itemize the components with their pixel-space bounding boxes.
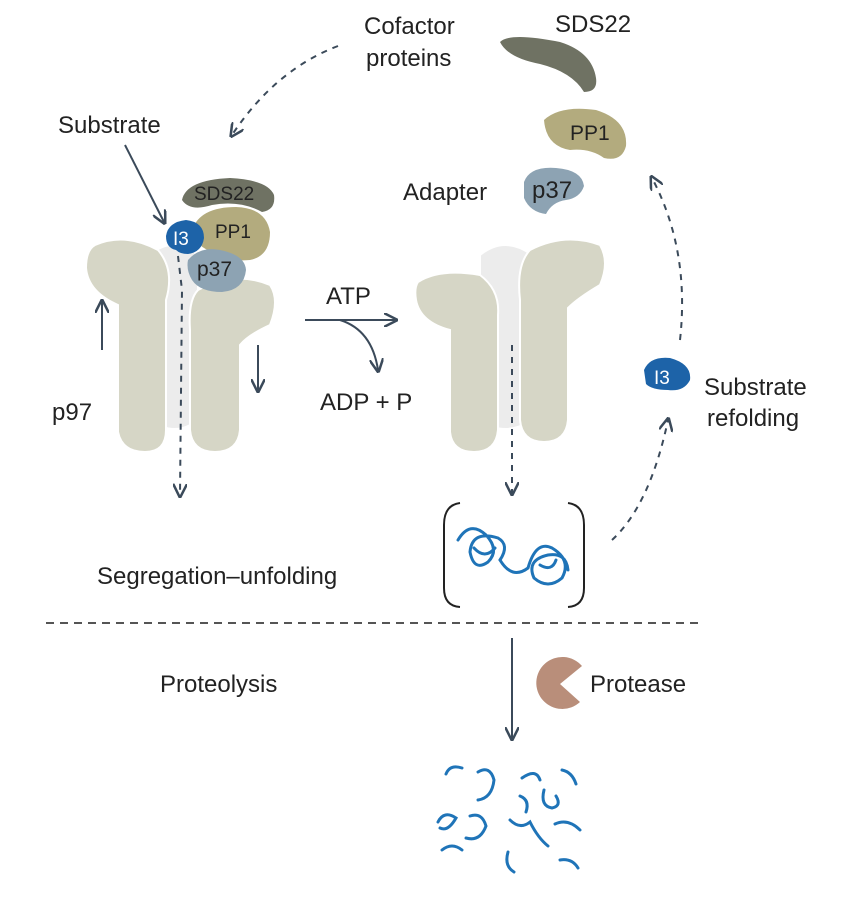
sds22-complex-label: SDS22	[194, 184, 254, 205]
p37-complex-label: p37	[197, 258, 232, 281]
bracket-left	[443, 502, 461, 608]
sds22-top-label: SDS22	[555, 11, 631, 38]
substrate-label: Substrate	[58, 112, 161, 139]
adp-label: ADP + P	[320, 389, 412, 416]
adapter-label: Adapter	[403, 179, 487, 206]
substrate-thread-left	[178, 255, 182, 495]
i3-free-shape	[644, 357, 691, 391]
tangled-chain-icon	[456, 527, 570, 586]
segregation-label: Segregation–unfolding	[97, 563, 337, 590]
p37-top-shape	[524, 167, 584, 214]
pp1-complex-label: PP1	[215, 222, 251, 243]
p97-right-lobe-right	[518, 238, 606, 444]
i3-complex-label: I3	[173, 229, 189, 250]
p97-left-lobe-left	[84, 238, 171, 454]
p97-right	[414, 238, 606, 454]
pp1-top-shape	[544, 108, 627, 159]
p97-left	[84, 238, 276, 454]
cofactor-label-1: Cofactor	[364, 13, 455, 40]
sds22-top-shape	[500, 37, 597, 92]
refold-dashed-arrow-lower	[611, 420, 668, 541]
bracket-right	[567, 502, 585, 608]
p97-right-lobe-left	[414, 271, 500, 454]
proteolysis-label: Proteolysis	[160, 671, 277, 698]
i3-free-label: I3	[654, 368, 670, 389]
substrate-refolding-label-1: Substrate	[704, 374, 807, 401]
pp1-top-label: PP1	[570, 122, 610, 145]
sds22-complex-shape	[182, 178, 275, 212]
pacman-protease-icon	[536, 656, 582, 709]
refold-dashed-arrow-upper	[652, 178, 684, 341]
protease-label: Protease	[590, 671, 686, 698]
cofactor-label-2: proteins	[366, 45, 451, 72]
adp-curved-arrow	[339, 319, 378, 370]
p97-left-lobe-right	[188, 277, 276, 454]
p97-label: p97	[52, 399, 92, 426]
cofactor-dashed-arrow	[232, 45, 339, 135]
peptide-fragments-icon	[436, 765, 582, 874]
substrate-arrow	[124, 144, 164, 222]
pp1-complex-shape	[192, 207, 270, 261]
i3-complex-shape	[166, 220, 204, 254]
p37-top-label: p37	[532, 177, 572, 204]
p37-complex-shape	[187, 249, 246, 292]
substrate-refolding-label-2: refolding	[707, 405, 799, 432]
atp-label: ATP	[326, 283, 371, 310]
